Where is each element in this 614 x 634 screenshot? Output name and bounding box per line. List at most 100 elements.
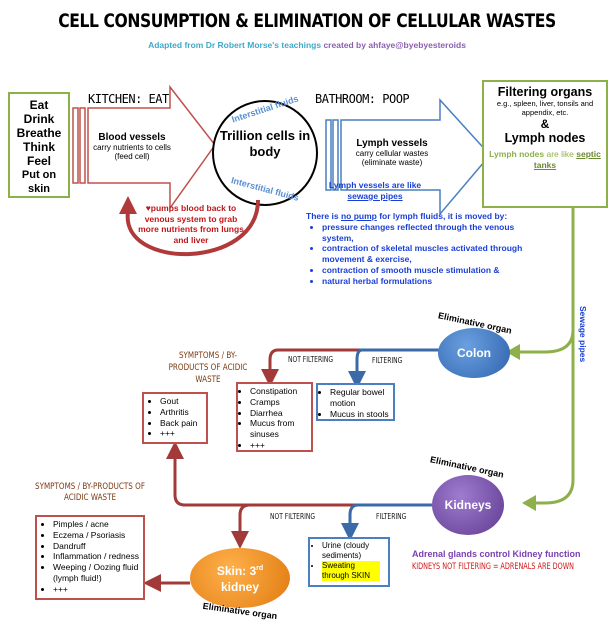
kitchen-label: KITCHEN: EAT	[88, 92, 169, 106]
input-item: Put on skin	[21, 169, 57, 195]
kidneys-organ: Kidneys	[432, 475, 504, 535]
list-item: contraction of skeletal muscles activate…	[322, 243, 546, 265]
lymph-vessels: Lymph vessels carry cellular wastes (eli…	[343, 138, 441, 167]
list-item: +++	[250, 440, 311, 451]
list-item: Inflammation / redness	[53, 551, 143, 562]
kidneys-filtering: FILTERING	[376, 512, 407, 521]
filtering-examples: e.g., spleen, liver, tonsils and appendi…	[496, 99, 594, 117]
colon-organ: Colon	[438, 328, 510, 378]
kidneys-ok-list: Urine (cloudy sediments) Sweating throug…	[310, 541, 388, 581]
list-item: Weeping / Oozing fluid (lymph fluid!)	[53, 562, 143, 584]
list-item: Eczema / Psoriasis	[53, 530, 143, 541]
list-item: Sweating through SKIN	[322, 561, 380, 581]
lymph-nodes-note: Lymph nodes are like septic tanks	[484, 149, 606, 171]
note-b: are like	[544, 149, 577, 159]
filtering-amp: &	[540, 117, 550, 131]
note-a: Lymph nodes	[489, 149, 545, 159]
lymph-note-b: are like	[389, 180, 422, 190]
kidneys-not-filtering: NOT FILTERING	[270, 512, 316, 521]
gout-list: Gout Arthritis Back pain +++	[144, 396, 206, 439]
skin-label-sup: rd	[256, 565, 264, 572]
no-pump-a: There is	[306, 211, 341, 221]
blood-arrow	[72, 84, 216, 211]
list-item: contraction of smooth muscle stimulation…	[322, 265, 546, 276]
no-pump-heading: There is no pump for lymph fluids, it is…	[306, 211, 546, 222]
lymph-note-a: Lymph vessels	[328, 180, 390, 190]
input-item: Think	[23, 140, 55, 154]
heart-icon: ♥	[145, 203, 151, 213]
filtering-heading: Filtering organs	[497, 85, 593, 99]
blood-vessels-heading: Blood vessels	[98, 132, 166, 143]
no-pump-b: no pump	[340, 211, 377, 221]
input-item: Feel	[26, 154, 51, 168]
note-c: septic tanks	[533, 149, 601, 170]
skin-label-b: kidney	[220, 580, 259, 594]
list-item: pressure changes reflected through the v…	[322, 222, 546, 244]
colon-not-list: Constipation Cramps Diarrhea Mucus from …	[238, 386, 311, 451]
input-item: Breathe	[16, 126, 62, 140]
pump-note: ♥pumps blood back to venous system to gr…	[138, 203, 244, 245]
colon-not-filtering: NOT FILTERING	[288, 355, 334, 364]
adrenal-warning: KIDNEYS NOT FILTERING = ADRENALS ARE DOW…	[412, 562, 574, 572]
list-item: +++	[53, 584, 143, 595]
filtering-box: Filtering organs e.g., spleen, liver, to…	[482, 80, 608, 208]
gout-box: Gout Arthritis Back pain +++	[142, 392, 208, 444]
list-item: Mucus from sinuses	[250, 418, 311, 440]
venous-return-arrow	[125, 199, 260, 257]
subtitle-created: created by ahfaye@byebyesteroids	[323, 40, 466, 50]
skin-label-a: Skin: 3	[216, 564, 257, 578]
bathroom-label: BATHROOM: POOP	[315, 92, 410, 106]
no-pump-note: There is no pump for lymph fluids, it is…	[306, 211, 546, 287]
lymph-nodes-heading: Lymph nodes	[504, 131, 586, 145]
list-item: +++	[160, 428, 206, 439]
skin-list: Pimples / acne Eczema / Psoriasis Dandru…	[37, 519, 143, 595]
blood-vessels: Blood vessels carry nutrients to cells (…	[92, 132, 172, 161]
cells-center-text: Trillion cells in body	[219, 128, 311, 159]
kidneys-label: Kidneys	[444, 498, 492, 512]
lymph-vessels-heading: Lymph vessels	[356, 138, 428, 149]
cells-center: Trillion cells in body	[213, 128, 317, 160]
list-item: Pimples / acne	[53, 519, 143, 530]
input-item: Drink	[23, 112, 55, 126]
list-item: Mucus in stools	[330, 409, 393, 420]
no-pump-c: for lymph fluids, it is moved by:	[376, 211, 508, 221]
list-item: Constipation	[250, 386, 311, 397]
blood-vessels-text: carry nutrients to cells (feed cell)	[93, 143, 171, 161]
pump-note-text: pumps blood back to venous system to gra…	[138, 203, 244, 245]
subtitle-adapted: Adapted from Dr Robert Morse's teachings	[148, 40, 322, 50]
lymph-note: Lymph vessels are like sewage pipes	[320, 180, 430, 202]
lymph-note-c: sewage pipes	[347, 191, 403, 201]
list-item: Diarrhea	[250, 408, 311, 419]
colon-filtering-box: Regular bowel motion Mucus in stools	[316, 383, 395, 421]
colon-not-filtering-box: Constipation Cramps Diarrhea Mucus from …	[236, 382, 313, 452]
list-item: Dandruff	[53, 541, 143, 552]
input-item: Eat	[29, 98, 49, 112]
list-item: Cramps	[250, 397, 311, 408]
title: CELL CONSUMPTION & ELIMINATION OF CELLUL…	[58, 10, 556, 32]
adrenal-note: Adrenal glands control Kidney function	[412, 549, 581, 559]
skin-organ: Skin: 3rd kidney	[190, 548, 290, 608]
list-item: Back pain	[160, 418, 206, 429]
symptoms-title-1: SYMPTOMS / BY-PRODUCTS OF ACIDIC WASTE	[168, 351, 248, 385]
no-pump-list: pressure changes reflected through the v…	[306, 222, 546, 287]
lymph-vessels-text: carry cellular wastes (eliminate waste)	[355, 149, 429, 167]
kidneys-filtering-box: Urine (cloudy sediments) Sweating throug…	[308, 537, 390, 587]
lymph-arrow	[325, 98, 491, 217]
list-item: Arthritis	[160, 407, 206, 418]
skin-symptoms-box: Pimples / acne Eczema / Psoriasis Dandru…	[35, 515, 145, 600]
colon-label: Colon	[457, 346, 491, 360]
list-item: Gout	[160, 396, 206, 407]
list-item: Regular bowel motion	[330, 387, 393, 409]
symptoms-title-2: SYMPTOMS / BY-PRODUCTS OF ACIDIC WASTE	[35, 482, 145, 503]
list-item: natural herbal formulations	[322, 276, 546, 287]
inputs-box: Eat Drink Breathe Think Feel Put on skin	[8, 92, 70, 198]
sewage-label: Sewage pipes	[578, 306, 588, 363]
skin-label: Skin: 3rd kidney	[217, 561, 263, 595]
subtitle: Adapted from Dr Robert Morse's teachings…	[0, 40, 614, 50]
list-item: Urine (cloudy sediments)	[322, 541, 388, 561]
cells-circle	[212, 100, 318, 206]
colon-filtering: FILTERING	[372, 356, 403, 365]
colon-ok-list: Regular bowel motion Mucus in stools	[318, 387, 393, 419]
